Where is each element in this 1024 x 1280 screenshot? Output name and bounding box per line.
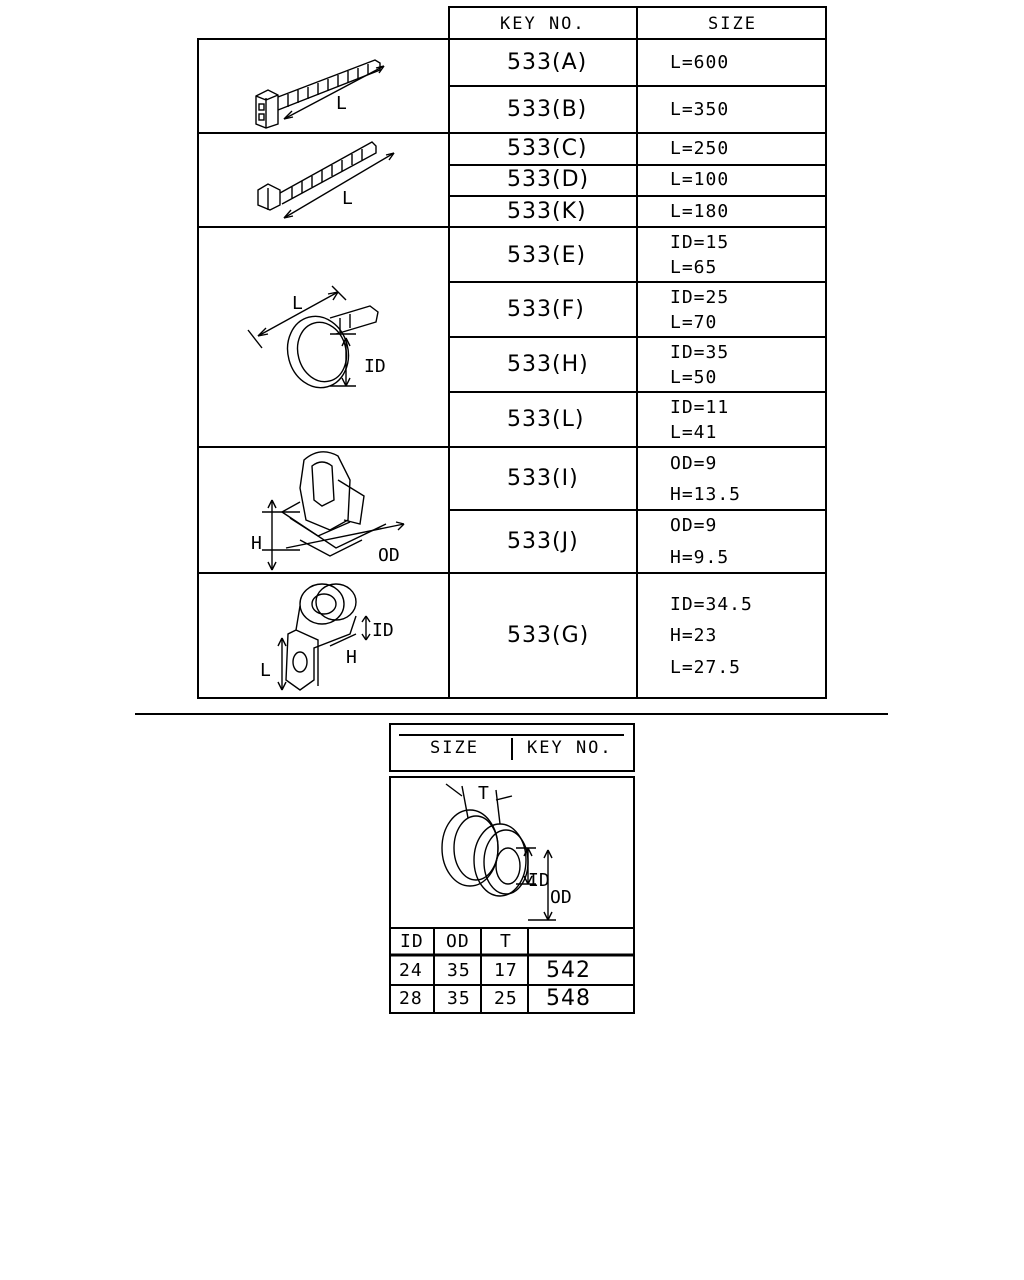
tie-short-length-label: L (342, 188, 353, 209)
push-clip-illustration (262, 451, 405, 571)
size-cell: OD=9 (670, 453, 718, 474)
size-cell: L=600 (670, 52, 730, 73)
size-cell: L=70 (670, 312, 718, 333)
grommet-thickness-label: T (478, 783, 489, 804)
grommet-header-size: SIZE (430, 738, 479, 758)
band-id-label: ID (364, 356, 386, 377)
grommet-cell-od: 35 (447, 960, 471, 981)
key-no-cell: 533(D) (507, 167, 590, 192)
band-length-label: L (292, 293, 303, 314)
tie-long-length-label: L (336, 93, 347, 114)
size-cell: ID=15 (670, 232, 730, 253)
band-clamp-illustration (247, 285, 379, 389)
main-table-grid (197, 6, 827, 699)
size-cell: L=50 (670, 367, 718, 388)
size-cell: H=9.5 (670, 547, 730, 568)
clamp-height-label: H (346, 647, 357, 668)
size-cell: ID=25 (670, 287, 730, 308)
size-cell: L=65 (670, 257, 718, 278)
grommet-illustration (441, 783, 556, 921)
clamp-length-label: L (260, 660, 271, 681)
size-cell: ID=11 (670, 397, 730, 418)
size-cell: L=350 (670, 99, 730, 120)
clamp-id-label: ID (372, 620, 394, 641)
key-no-cell: 533(I) (507, 466, 579, 491)
size-cell: L=250 (670, 138, 730, 159)
cable-tie-long-illustration (255, 59, 385, 129)
size-cell: ID=34.5 (670, 594, 753, 615)
size-cell: L=41 (670, 422, 718, 443)
size-cell: OD=9 (670, 515, 718, 536)
grommet-table-grid (389, 723, 635, 1014)
key-no-cell: 533(E) (507, 243, 587, 268)
main-header-key-no: KEY NO. (500, 14, 586, 34)
grommet-header-key-no: KEY NO. (527, 738, 613, 758)
grommet-cell-key: 548 (546, 986, 591, 1011)
p-clamp-illustration (277, 583, 371, 691)
key-no-cell: 533(J) (507, 529, 579, 554)
clip-od-label: OD (378, 545, 400, 566)
key-no-cell: 533(H) (507, 352, 589, 377)
grommet-cell-key: 542 (546, 958, 591, 983)
size-cell: L=27.5 (670, 657, 742, 678)
grommet-col-od: OD (446, 931, 470, 952)
clip-height-label: H (251, 533, 262, 554)
grommet-col-id: ID (400, 931, 424, 952)
grommet-cell-id: 24 (399, 960, 423, 981)
key-no-cell: 533(K) (507, 199, 587, 224)
cable-tie-short-illustration (257, 141, 395, 219)
grommet-col-t: T (500, 931, 512, 952)
size-cell: L=180 (670, 201, 730, 222)
main-header-size: SIZE (708, 14, 757, 34)
key-no-cell: 533(C) (507, 136, 588, 161)
grommet-od-label: OD (550, 887, 572, 908)
key-no-cell: 533(F) (507, 297, 585, 322)
key-no-cell: 533(G) (507, 623, 590, 648)
size-cell: H=13.5 (670, 484, 742, 505)
size-cell: L=100 (670, 169, 730, 190)
size-cell: H=23 (670, 625, 718, 646)
key-no-cell: 533(A) (507, 50, 588, 75)
grommet-cell-t: 17 (494, 960, 518, 981)
grommet-cell-id: 28 (399, 988, 423, 1009)
size-cell: ID=35 (670, 342, 730, 363)
grommet-cell-t: 25 (494, 988, 518, 1009)
key-no-cell: 533(L) (507, 407, 585, 432)
grommet-cell-od: 35 (447, 988, 471, 1009)
grommet-id-label: ID (528, 870, 550, 891)
key-no-cell: 533(B) (507, 97, 588, 122)
